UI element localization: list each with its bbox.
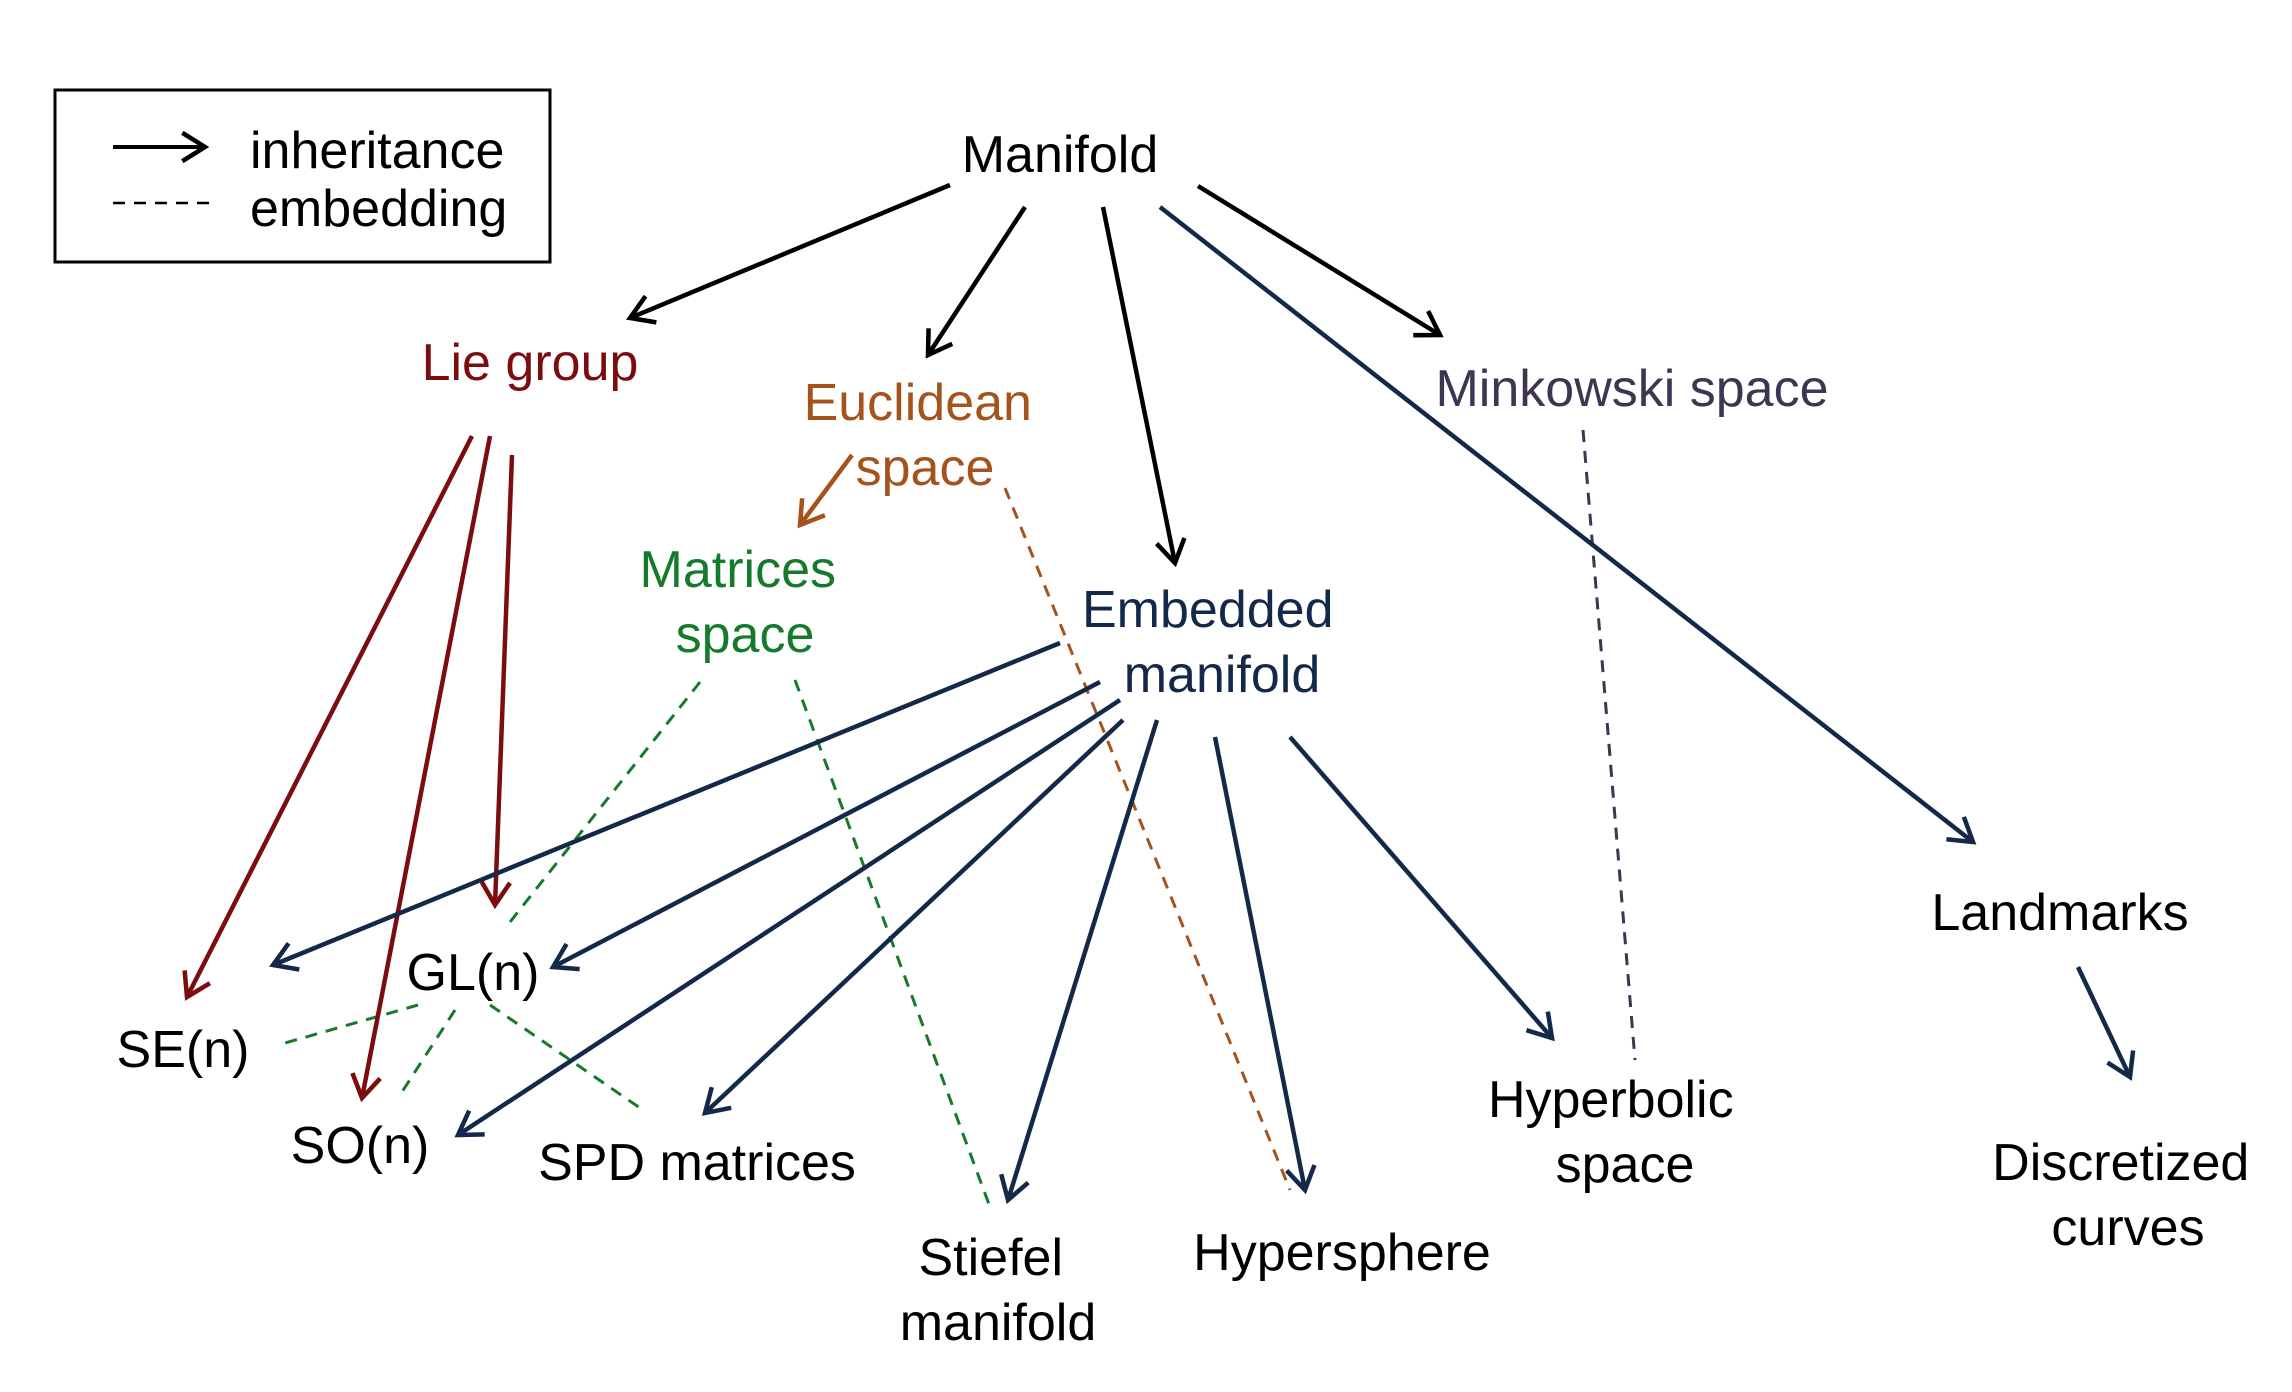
node-gl-n: GL(n) <box>407 944 540 1002</box>
edge-minkowski-hyperbolic <box>1581 429 1637 1061</box>
manifold-inheritance-edges <box>626 182 1444 568</box>
edge-manifold-landmarks <box>1158 205 1977 845</box>
node-hyperbolic-space-line2: space <box>1556 1136 1695 1194</box>
edge-liegroup-so <box>350 435 493 1103</box>
node-embedded-manifold-line1: Embedded <box>1082 581 1334 639</box>
node-hypersphere: Hypersphere <box>1193 1224 1491 1282</box>
legend-box <box>53 88 552 264</box>
edge-matrices-gl <box>508 681 702 923</box>
node-stiefel-manifold: Stiefel manifold <box>900 1229 1097 1352</box>
edge-embedded-so <box>454 698 1122 1138</box>
node-matrices-space-line1: Matrices <box>640 541 836 599</box>
edge-matrices-stiefel <box>793 679 992 1208</box>
edge-embedded-stiefel <box>998 719 1160 1205</box>
edge-gl-se <box>277 1003 419 1047</box>
node-stiefel-manifold-line2: manifold <box>900 1294 1097 1352</box>
node-stiefel-manifold-line1: Stiefel <box>919 1229 1064 1287</box>
node-matrices-space-line2: space <box>676 606 815 664</box>
edge-liegroup-se <box>182 434 475 1001</box>
edge-embedded-hypersphere <box>1212 736 1317 1195</box>
edge-gl-spd <box>489 1003 644 1112</box>
edge-euclidean-hypersphere <box>1003 487 1292 1191</box>
edge-manifold-liegroup <box>626 182 951 325</box>
node-euclidean-space-line1: Euclidean <box>804 374 1032 432</box>
edge-landmarks-curves <box>2075 966 2136 1081</box>
node-discretized-curves-line1: Discretized <box>1992 1134 2249 1192</box>
legend-embedding-label: embedding <box>250 180 507 238</box>
embedding-edges <box>277 429 1637 1208</box>
embedded-inheritance-edges <box>269 640 1555 1205</box>
edge-embedded-gl <box>549 680 1102 972</box>
legend: inheritance embedding <box>53 88 552 264</box>
node-discretized-curves: Discretized curves <box>1992 1134 2264 1257</box>
edge-manifold-minkowski <box>1196 184 1444 338</box>
edge-manifold-euclidean <box>925 205 1027 359</box>
node-manifold: Manifold <box>962 126 1159 184</box>
node-so-n: SO(n) <box>291 1117 430 1175</box>
node-se-n: SE(n) <box>117 1021 250 1079</box>
edge-manifold-embedded <box>1100 206 1187 568</box>
node-discretized-curves-line2: curves <box>2051 1199 2204 1257</box>
nodes: Manifold Lie group Euclidean space Minko… <box>117 126 2264 1352</box>
edge-gl-so <box>398 1009 457 1096</box>
node-spd-matrices: SPD matrices <box>538 1134 856 1192</box>
node-embedded-manifold: Embedded manifold <box>1082 581 1348 704</box>
liegroup-inheritance-edges <box>182 434 515 1103</box>
edge-liegroup-gl <box>479 454 515 910</box>
edge-embedded-spd <box>701 718 1125 1116</box>
node-hyperbolic-space-line1: Hyperbolic <box>1488 1071 1734 1129</box>
node-matrices-space: Matrices space <box>640 541 851 664</box>
node-minkowski-space: Minkowski space <box>1435 360 1828 418</box>
node-hyperbolic-space: Hyperbolic space <box>1488 1071 1748 1194</box>
edge-embedded-hyperbolic <box>1288 735 1555 1042</box>
node-lie-group: Lie group <box>422 334 639 392</box>
edge-embedded-se <box>269 640 1061 972</box>
node-landmarks: Landmarks <box>1931 884 2188 942</box>
node-euclidean-space: Euclidean space <box>804 374 1047 497</box>
edge-euclidean-matrices <box>797 453 854 529</box>
node-embedded-manifold-line2: manifold <box>1124 646 1321 704</box>
legend-inheritance-label: inheritance <box>250 122 504 180</box>
node-euclidean-space-line2: space <box>856 439 995 497</box>
